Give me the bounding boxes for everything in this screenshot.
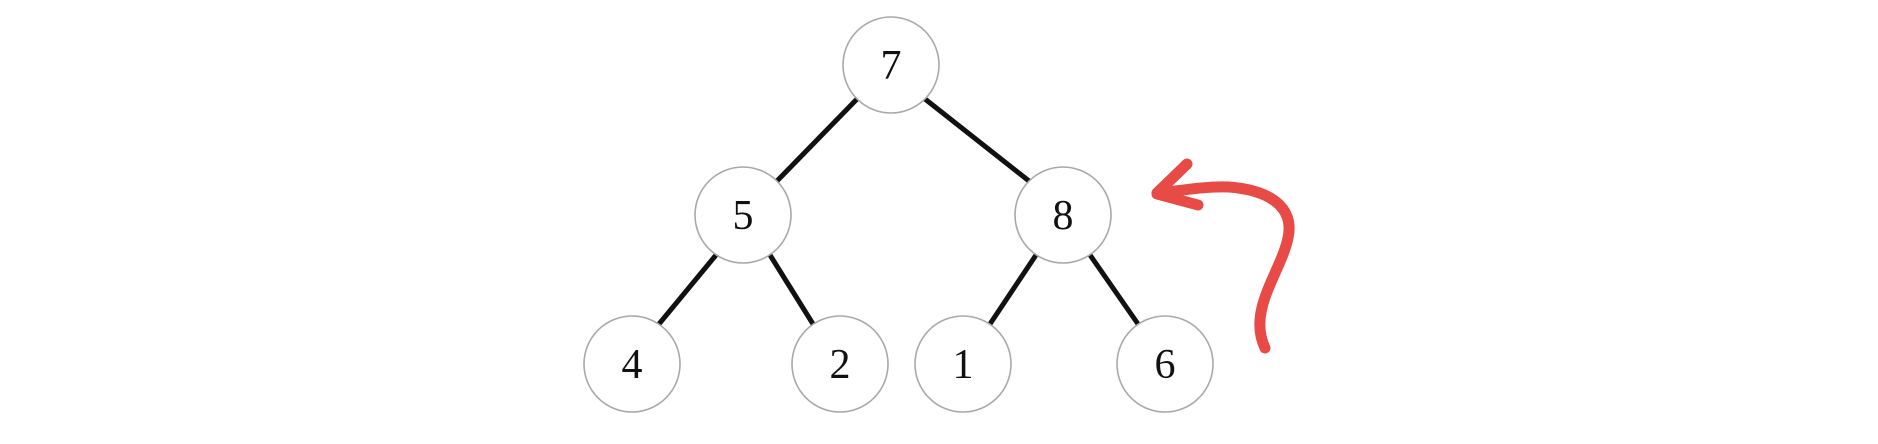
arrowhead-barb-upper-icon [1151,158,1193,199]
tree-node-2[interactable]: 2 [791,315,889,413]
node-label: 7 [881,43,902,89]
edge-5-4 [656,252,719,327]
tree-node-7[interactable]: 7 [842,16,940,114]
node-circle [914,315,1012,413]
tree-nodes: 7 5 8 4 2 1 [583,16,1214,413]
node-label: 5 [733,193,754,239]
edge-8-1 [987,252,1039,327]
node-circle [694,166,792,264]
edge-8-6 [1087,252,1141,327]
arrow-tail-path [1154,181,1295,354]
tree-node-5[interactable]: 5 [694,166,792,264]
node-label: 8 [1053,193,1074,239]
tree-node-1[interactable]: 1 [914,315,1012,413]
edge-7-8 [922,96,1032,184]
tree-node-8[interactable]: 8 [1014,166,1112,264]
tree-node-6[interactable]: 6 [1116,315,1214,413]
node-circle [842,16,940,114]
edge-7-5 [774,96,860,184]
node-circle [583,315,681,413]
node-label: 2 [830,342,851,388]
tree-edges [656,96,1141,327]
node-label: 6 [1155,342,1176,388]
tree-node-4[interactable]: 4 [583,315,681,413]
arrowhead-barb-lower-icon [1151,188,1204,211]
node-label: 4 [622,342,643,388]
edge-5-2 [767,252,816,327]
node-circle [1014,166,1112,264]
node-label: 1 [953,342,974,388]
red-curved-arrow-annotation [1151,158,1295,354]
node-circle [1116,315,1214,413]
node-circle [791,315,889,413]
